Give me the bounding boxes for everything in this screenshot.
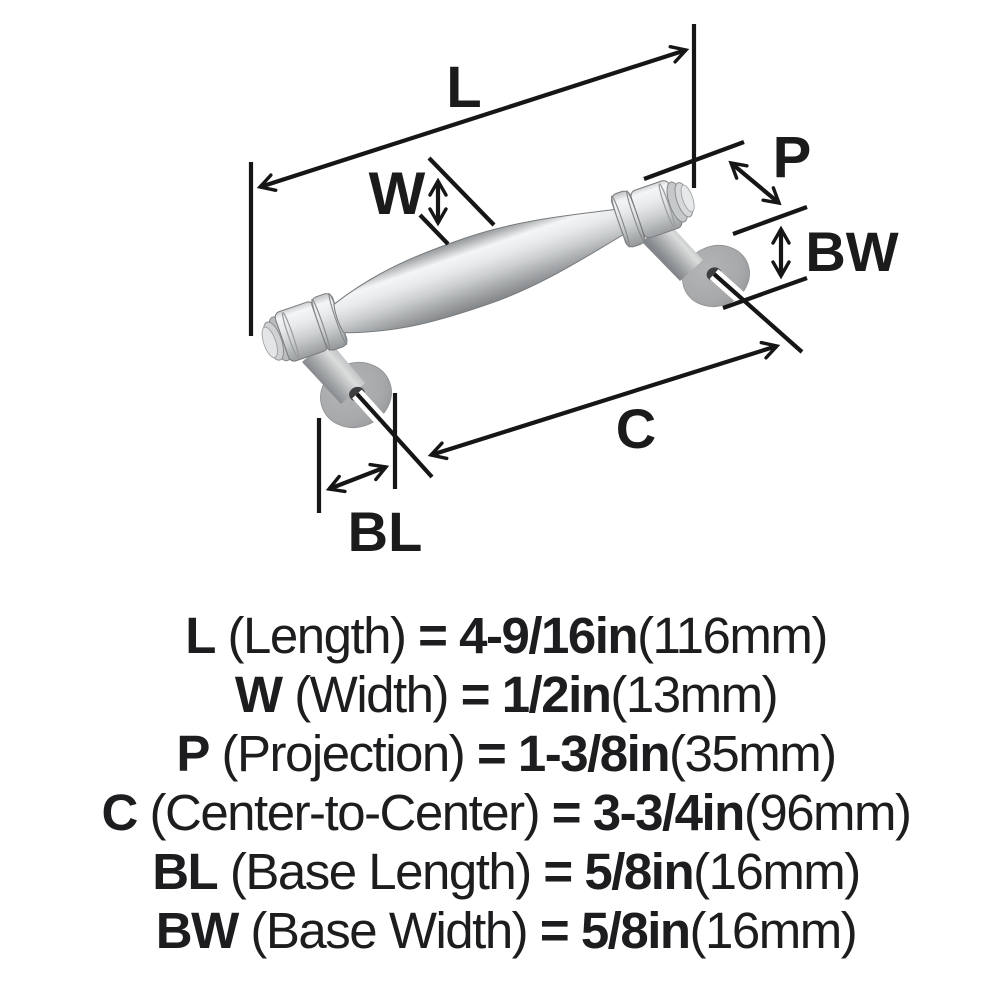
legend-metric: (116mm) xyxy=(637,607,828,664)
legend-code: C xyxy=(101,784,138,841)
legend-value: 1-3/8in xyxy=(517,725,671,782)
legend-row-center-to-center: C (Center-to-Center) = 3-3/4in(96mm) xyxy=(12,783,1000,842)
legend-name: (Length) xyxy=(227,607,407,664)
legend-row-base-width: BW (Base Width) = 5/8in(16mm) xyxy=(12,901,1000,960)
legend-name: (Base Length) xyxy=(229,843,532,900)
dim-bl-arrow xyxy=(325,462,390,494)
legend-code: BL xyxy=(152,843,218,900)
dim-label-center-to-center: C xyxy=(616,397,656,460)
handle-bar xyxy=(261,180,695,362)
dimension-legend: L (Length) = 4-9/16in(116mm) W (Width) =… xyxy=(0,606,1000,960)
legend-code: BW xyxy=(155,902,239,959)
legend-metric: (96mm) xyxy=(743,784,912,841)
legend-value: 1/2in xyxy=(501,666,612,723)
equals-sign: = xyxy=(460,666,491,723)
dim-l-arrow xyxy=(256,44,690,193)
legend-row-width: W (Width) = 1/2in(13mm) xyxy=(12,665,1000,724)
legend-row-projection: P (Projection) = 1-3/8in(35mm) xyxy=(12,724,1000,783)
legend-metric: (35mm) xyxy=(669,725,837,782)
legend-name: (Width) xyxy=(294,666,449,723)
legend-metric: (16mm) xyxy=(693,843,861,900)
legend-metric: (13mm) xyxy=(610,666,778,723)
dim-c-tick-right xyxy=(712,272,804,354)
dim-label-length: L xyxy=(446,55,481,120)
dim-c-arrow xyxy=(427,340,781,461)
dim-bw-tick-bottom xyxy=(722,276,808,310)
dimension-lines xyxy=(248,24,808,513)
equals-sign: = xyxy=(539,902,570,959)
equals-sign: = xyxy=(551,784,582,841)
dim-p-tick-top xyxy=(643,140,745,181)
legend-row-length: L (Length) = 4-9/16in(116mm) xyxy=(12,606,1000,665)
dim-label-base-length: BL xyxy=(348,500,423,563)
legend-name: (Base Width) xyxy=(250,902,528,959)
equals-sign: = xyxy=(418,607,448,664)
mounting-post-left xyxy=(302,339,365,404)
legend-value: 4-9/16in xyxy=(459,607,638,664)
equals-sign: = xyxy=(476,725,507,782)
dim-label-base-width: BW xyxy=(805,220,898,283)
dim-label-width: W xyxy=(369,160,426,227)
legend-code: L xyxy=(185,607,216,664)
dim-w-tick-top xyxy=(427,156,496,227)
dim-bw-tick-top xyxy=(732,205,808,236)
legend-value: 5/8in xyxy=(584,843,694,900)
legend-code: W xyxy=(234,666,283,723)
legend-metric: (16mm) xyxy=(689,902,858,959)
dim-p-arrow xyxy=(728,160,782,206)
pull-handle xyxy=(261,180,750,428)
legend-code: P xyxy=(176,725,210,782)
equals-sign: = xyxy=(543,843,573,900)
legend-value: 5/8in xyxy=(580,902,691,959)
dim-w-tick-bottom xyxy=(418,213,450,246)
legend-row-base-length: BL (Base Length) = 5/8in(16mm) xyxy=(12,842,1000,901)
legend-value: 3-3/4in xyxy=(592,784,746,841)
dimension-labels: L W P BW C BL xyxy=(348,55,899,563)
legend-name: (Center-to-Center) xyxy=(149,784,541,841)
dim-label-projection: P xyxy=(773,125,812,190)
legend-name: (Projection) xyxy=(221,725,466,782)
